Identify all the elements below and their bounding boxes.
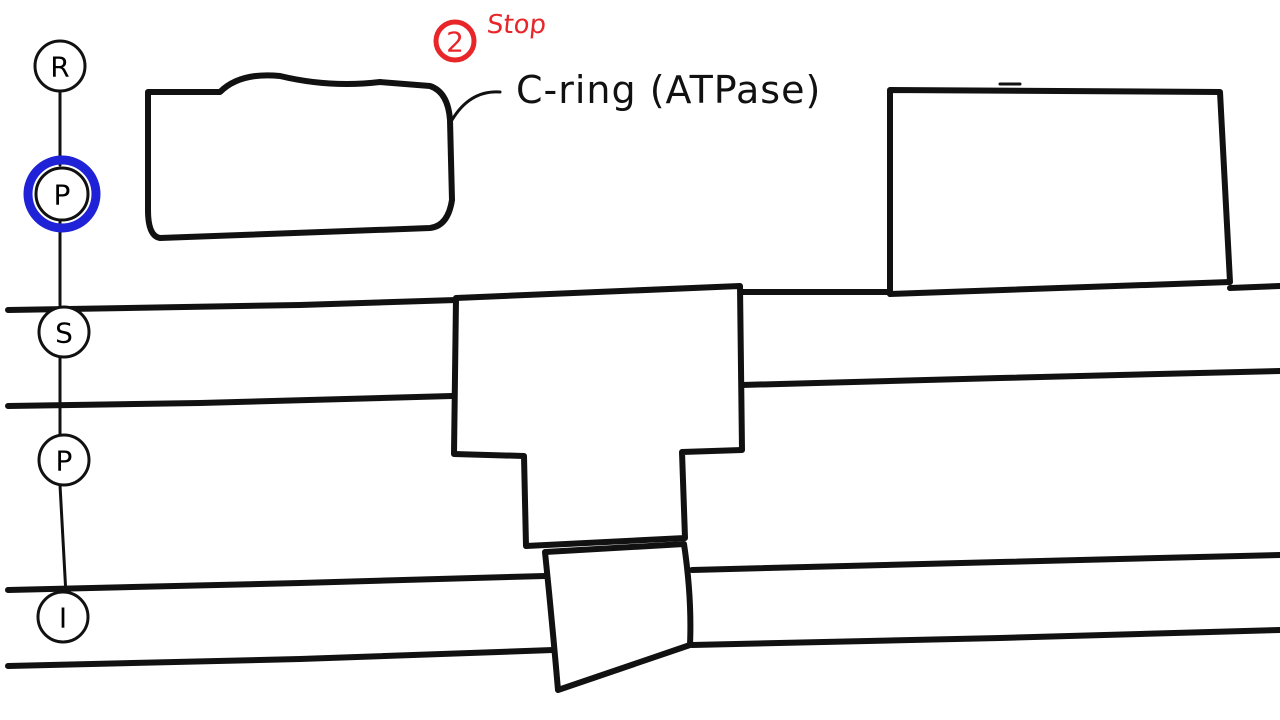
svg-text:I: I bbox=[59, 602, 67, 635]
svg-text:R: R bbox=[50, 51, 69, 84]
node-r: R bbox=[33, 39, 87, 93]
channel-box bbox=[542, 541, 694, 693]
svg-text:P: P bbox=[54, 179, 71, 212]
c-ring-label: C-ring (ATPase) bbox=[516, 68, 822, 112]
stop-marker-circle bbox=[433, 19, 477, 63]
rail-line-3 bbox=[5, 552, 1280, 593]
stop-label: Stop bbox=[485, 10, 548, 40]
rail-line-2 bbox=[5, 368, 1280, 409]
svg-text:P: P bbox=[56, 445, 73, 478]
node-p-highlighted: P bbox=[23, 155, 101, 233]
node-i: I bbox=[36, 590, 90, 644]
c-ring-leader-line bbox=[450, 90, 502, 122]
stop-marker-number: 2 bbox=[446, 26, 464, 59]
node-s: S bbox=[37, 305, 91, 359]
svg-text:S: S bbox=[55, 317, 73, 350]
c-ring-box bbox=[145, 72, 455, 241]
top-right-box bbox=[887, 87, 1233, 297]
node-p: P bbox=[37, 433, 91, 487]
node-connector bbox=[58, 88, 68, 597]
rail-line-1 bbox=[5, 283, 1280, 313]
central-complex bbox=[451, 283, 745, 549]
rail-line-4 bbox=[5, 627, 1280, 669]
